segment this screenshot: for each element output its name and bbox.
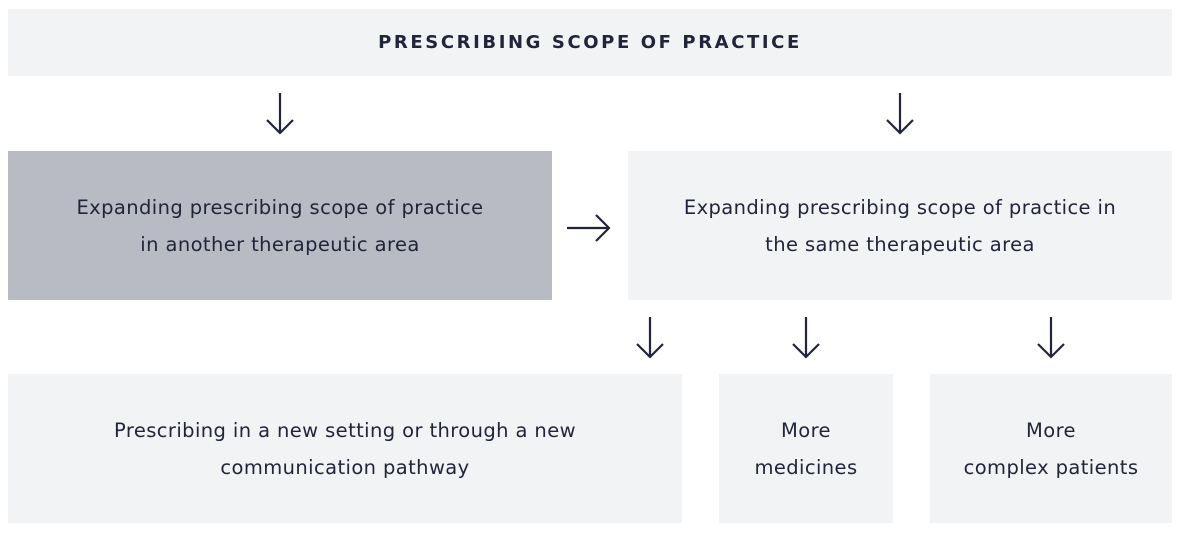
box-text-line: Expanding prescribing scope of practice	[76, 195, 484, 219]
box-text-line: complex patients	[963, 455, 1139, 479]
box-text-line: communication pathway	[220, 455, 470, 479]
new-setting-box: Prescribing in a new setting or through …	[8, 374, 682, 523]
box-text-line: the same therapeutic area	[765, 232, 1035, 256]
arrow-down-icon	[264, 92, 296, 136]
arrow-down-icon	[634, 316, 666, 360]
more-medicines-box: More medicines	[719, 374, 893, 523]
box-text-line: Prescribing in a new setting or through …	[114, 418, 576, 442]
arrow-down-icon	[1035, 316, 1067, 360]
header-box: PRESCRIBING SCOPE OF PRACTICE	[8, 9, 1172, 76]
box-text-line: Expanding prescribing scope of practice …	[683, 195, 1117, 219]
same-therapeutic-area-box: Expanding prescribing scope of practice …	[628, 151, 1172, 300]
box-text-line: in another therapeutic area	[140, 232, 420, 256]
box-text-line: More	[1026, 418, 1076, 442]
arrow-right-icon	[566, 212, 612, 244]
complex-patients-box: More complex patients	[930, 374, 1172, 523]
arrow-down-icon	[790, 316, 822, 360]
page-title: PRESCRIBING SCOPE OF PRACTICE	[378, 32, 802, 53]
arrow-down-icon	[884, 92, 916, 136]
box-text-line: medicines	[754, 455, 858, 479]
another-therapeutic-area-box: Expanding prescribing scope of practice …	[8, 151, 552, 300]
box-text-line: More	[781, 418, 831, 442]
